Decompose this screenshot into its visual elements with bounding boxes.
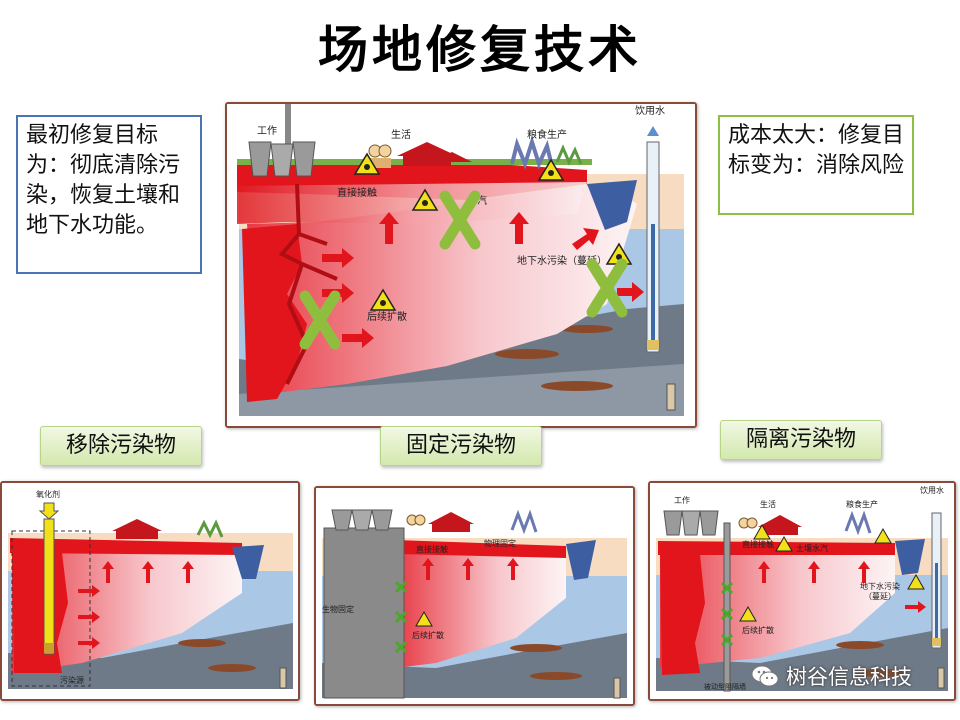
label-grain: 粮食生产: [846, 499, 878, 509]
main-diagram-svg: 工作 生活 粮食生产 饮用水: [227, 104, 695, 426]
label-physical-fix: 物理固定: [484, 538, 516, 548]
factory-icon: [332, 510, 392, 530]
barrier-wall: [724, 523, 730, 691]
well-icon: [647, 126, 659, 352]
people-icon: [407, 515, 425, 525]
label-direct-contact: 直接接触: [742, 539, 774, 549]
label-bio-fix: 生物固定: [322, 604, 354, 614]
label-work: 工作: [257, 125, 277, 137]
page-title: 场地修复技术: [0, 10, 960, 82]
label-direct-contact: 直接接触: [337, 186, 377, 199]
note-initial-goal: 最初修复目标为：彻底清除污染，恢复土壤和地下水功能。: [16, 115, 202, 274]
label-remove-contaminant: 移除污染物: [40, 426, 202, 466]
panel-remove: 氧化剂 污染源: [0, 481, 300, 701]
label-drinking-water: 饮用水: [920, 485, 944, 495]
people-icon: [739, 518, 757, 528]
label-soil-vapor: 土壤水汽: [796, 543, 828, 553]
label-work: 工作: [674, 495, 690, 505]
label-oxidant: 氧化剂: [36, 489, 60, 499]
well-icon: [932, 513, 941, 648]
label-fix-contaminant: 固定污染物: [380, 426, 542, 466]
label-source: 污染源: [60, 675, 84, 685]
injection-well-icon: [44, 519, 54, 654]
note-revised-goal: 成本太大：修复目标变为：消除风险: [718, 115, 914, 215]
label-groundwater-spread: （蔓延）: [864, 591, 896, 601]
wechat-icon: [750, 663, 780, 689]
label-drinking-water: 饮用水: [635, 104, 665, 117]
watermark: 树谷信息科技: [750, 661, 912, 691]
factory-icon: [664, 511, 718, 535]
label-direct-contact: 直接接触: [416, 544, 448, 554]
watermark-text: 树谷信息科技: [786, 661, 912, 691]
label-barrier: 被动型阻隔墙: [704, 682, 746, 691]
panel-remove-svg: 氧化剂 污染源: [2, 483, 298, 699]
label-life: 生活: [391, 128, 411, 141]
label-spread: 后续扩散: [412, 630, 444, 640]
label-grain: 粮食生产: [527, 128, 567, 141]
label-spread: 后续扩散: [367, 310, 407, 323]
main-site-diagram: 工作 生活 粮食生产 饮用水: [225, 102, 697, 428]
label-spread: 后续扩散: [742, 625, 774, 635]
label-isolate-contaminant: 隔离污染物: [720, 420, 882, 460]
panel-fix-svg: 直接接触 物理固定 生物固定 后续扩散: [316, 488, 633, 704]
label-life: 生活: [760, 499, 776, 509]
panel-fix: 直接接触 物理固定 生物固定 后续扩散: [314, 486, 635, 706]
